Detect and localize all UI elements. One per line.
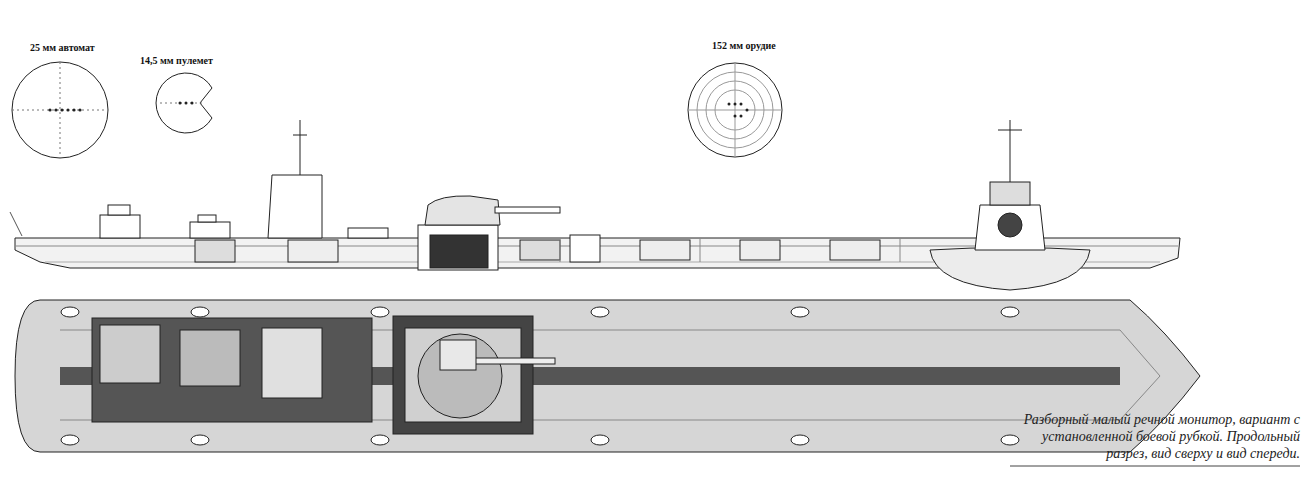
weapon-label: 25 мм автомат bbox=[30, 42, 95, 53]
figure-caption: Разборный малый речной монитор, вариант … bbox=[1000, 411, 1300, 462]
weapon-label: 14,5 мм пулемет bbox=[140, 55, 213, 66]
weapon-label: 152 мм орудие bbox=[712, 40, 776, 51]
